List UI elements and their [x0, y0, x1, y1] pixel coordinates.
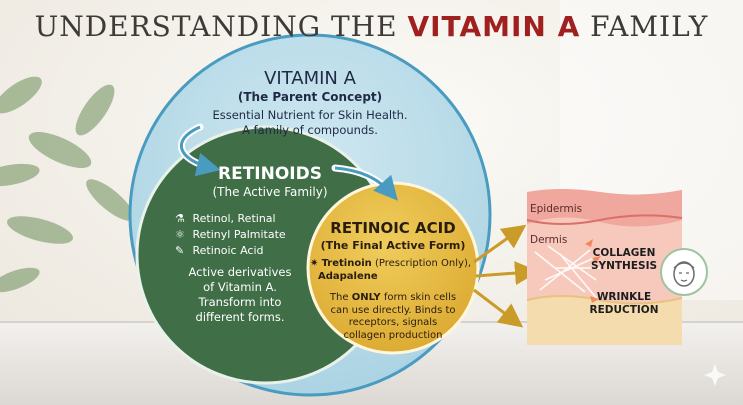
wrinkle-reduction-label: WRINKLE REDUCTION — [589, 291, 659, 316]
plant-decoration — [0, 76, 134, 293]
vitamin-a-subheading: (The Parent Concept) — [237, 90, 383, 104]
epidermis-label: Epidermis — [530, 203, 583, 215]
title-suffix: FAMILY — [590, 10, 709, 43]
skin-cross-section — [526, 189, 683, 345]
retinoids-subheading: (The Active Family) — [212, 185, 328, 199]
arrow-to-retinoids — [179, 125, 221, 177]
arrow-to-retinoic-acid — [334, 166, 398, 201]
sparkle-icon — [704, 364, 726, 386]
flask-icon: ⚗ — [175, 212, 185, 225]
retinoids-heading: RETINOIDS — [218, 164, 322, 184]
retinoic-acid-heading: RETINOIC ACID — [330, 219, 456, 237]
title-prefix: UNDERSTANDING THE — [34, 10, 398, 43]
asterisk-icon: ✷ — [310, 258, 319, 269]
retinoic-acid-description: The ONLY form skin cells can use directl… — [329, 292, 457, 341]
vitamin-a-desc-line1: Essential Nutrient for Skin Health. — [212, 108, 408, 122]
arrow-to-skin-bottom — [473, 288, 524, 328]
dermis-label: Dermis — [530, 234, 568, 246]
collagen-synthesis-label: COLLAGEN SYNTHESIS — [590, 247, 658, 272]
vitamin-a-desc-line2: A family of compounds. — [242, 123, 378, 137]
retinoic-acid-examples: ✷ Tretinoin (Prescription Only), Adapale… — [310, 258, 472, 282]
retinoids-list: ⚗ Retinol, Retinal ⚛ Retinyl Palmitate ✎… — [175, 211, 286, 259]
dropper-icon: ✎ — [175, 244, 185, 257]
face-icon — [660, 248, 708, 296]
vitamin-a-heading: VITAMIN A — [264, 68, 356, 89]
molecule-icon: ⚛ — [175, 228, 185, 241]
page-title: UNDERSTANDING THE VITAMIN A FAMILY — [0, 10, 743, 43]
retinoic-acid-subheading: (The Final Active Form) — [320, 239, 466, 252]
list-item: ⚗ Retinol, Retinal — [175, 212, 276, 225]
list-item: ✎ Retinoic Acid — [175, 244, 264, 257]
arrow-to-skin-mid — [475, 261, 539, 286]
arrow-to-skin-top — [473, 224, 527, 264]
retinoids-description: Active derivatives of Vitamin A. Transfo… — [188, 265, 292, 324]
title-accent: VITAMIN A — [407, 10, 581, 43]
list-item: ⚛ Retinyl Palmitate — [175, 228, 286, 241]
